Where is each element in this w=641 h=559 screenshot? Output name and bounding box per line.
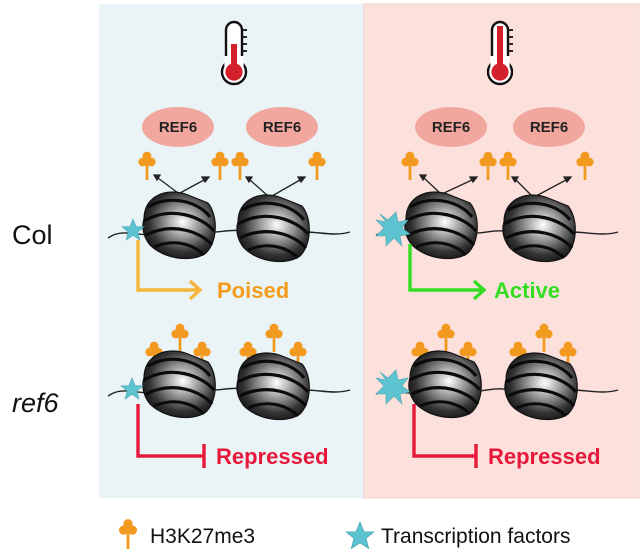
svg-text:REF6: REF6	[432, 119, 470, 136]
nucleosome-left-col-2	[235, 193, 311, 264]
active-arrow	[408, 244, 487, 301]
repressed-arrow-right	[412, 404, 478, 468]
ref6-protein-left-1: REF6	[142, 107, 214, 147]
nucleosome-right-col-1	[403, 190, 479, 261]
row-label-ref6: ref6	[12, 388, 59, 418]
nucleosome-left-ref6-2	[235, 351, 311, 422]
ref6-protein-right-1: REF6	[415, 107, 487, 147]
active-label: Active	[494, 278, 560, 303]
demethylation-arrows-right	[418, 174, 573, 197]
poised-arrow	[136, 240, 203, 301]
legend-transcription-factors-label: Transcription factors	[381, 525, 571, 548]
nucleosome-right-ref6-1	[407, 349, 483, 420]
nucleosome-right-ref6-2	[503, 351, 579, 422]
ref6-protein-right-2: REF6	[513, 107, 585, 147]
poised-label: Poised	[217, 278, 289, 303]
nucleosome-right-col-2	[501, 193, 577, 264]
svg-text:REF6: REF6	[159, 119, 197, 136]
repressed-label-right: Repressed	[488, 444, 601, 469]
repressed-arrow-left	[136, 404, 206, 468]
high-temperature-thermometer-icon	[486, 20, 515, 86]
svg-text:REF6: REF6	[530, 119, 568, 136]
low-temperature-panel	[99, 4, 364, 498]
ref6-protein-left-2: REF6	[246, 107, 318, 147]
nucleosome-left-col-1	[141, 190, 217, 261]
legend-transcription-factor-icon	[345, 521, 375, 549]
row-label-col: Col	[12, 220, 53, 250]
repressed-label-left: Repressed	[216, 444, 329, 469]
demethylation-arrows-left	[152, 174, 307, 197]
svg-text:REF6: REF6	[263, 119, 301, 136]
nucleosome-left-ref6-1	[141, 349, 217, 420]
legend-h3k27me3-label: H3K27me3	[150, 525, 256, 548]
legend-h3k27me3-icon	[118, 519, 138, 549]
low-temperature-thermometer-icon	[220, 20, 249, 86]
